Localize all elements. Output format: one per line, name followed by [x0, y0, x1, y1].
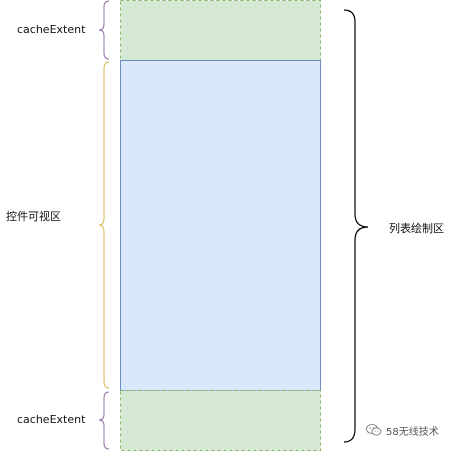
visible-region-label: 控件可视区	[6, 210, 61, 223]
cache-extent-bottom-brace	[98, 391, 110, 450]
cache-extent-top-brace	[98, 0, 110, 60]
draw-area-label: 列表绘制区	[389, 222, 444, 235]
cache-extent-top-region	[120, 0, 321, 61]
cache-extent-bottom-label: cacheExtent	[17, 413, 86, 426]
visible-region	[120, 60, 321, 391]
watermark-text: 58无线技术	[386, 426, 439, 438]
draw-area-brace	[343, 9, 369, 443]
cache-extent-bottom-region	[120, 390, 321, 451]
watermark: 58无线技术	[366, 422, 439, 438]
wechat-icon	[366, 424, 382, 436]
cache-extent-top-label: cacheExtent	[17, 23, 86, 36]
visible-region-brace	[98, 61, 110, 389]
